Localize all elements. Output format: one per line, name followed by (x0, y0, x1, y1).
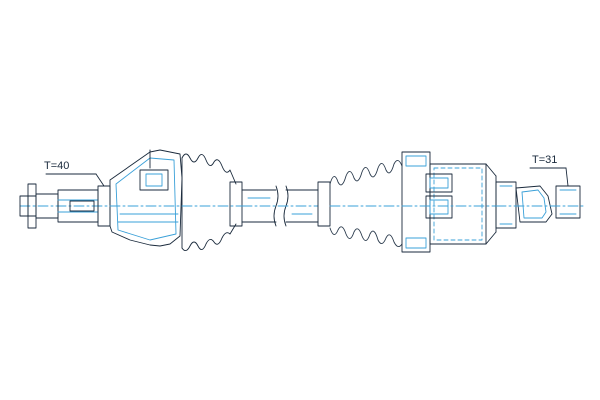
drive-shaft (241, 185, 319, 227)
spline-count-right-label: T=31 (532, 154, 558, 166)
inner-stub-shaft (495, 181, 585, 229)
outer-boot (181, 153, 243, 251)
leader-right-tip (565, 167, 569, 187)
inner-boot (317, 160, 403, 247)
spline-count-left-label: T=40 (44, 160, 70, 172)
inner-tripod-housing (401, 151, 497, 253)
leader-left-tip (95, 173, 105, 187)
